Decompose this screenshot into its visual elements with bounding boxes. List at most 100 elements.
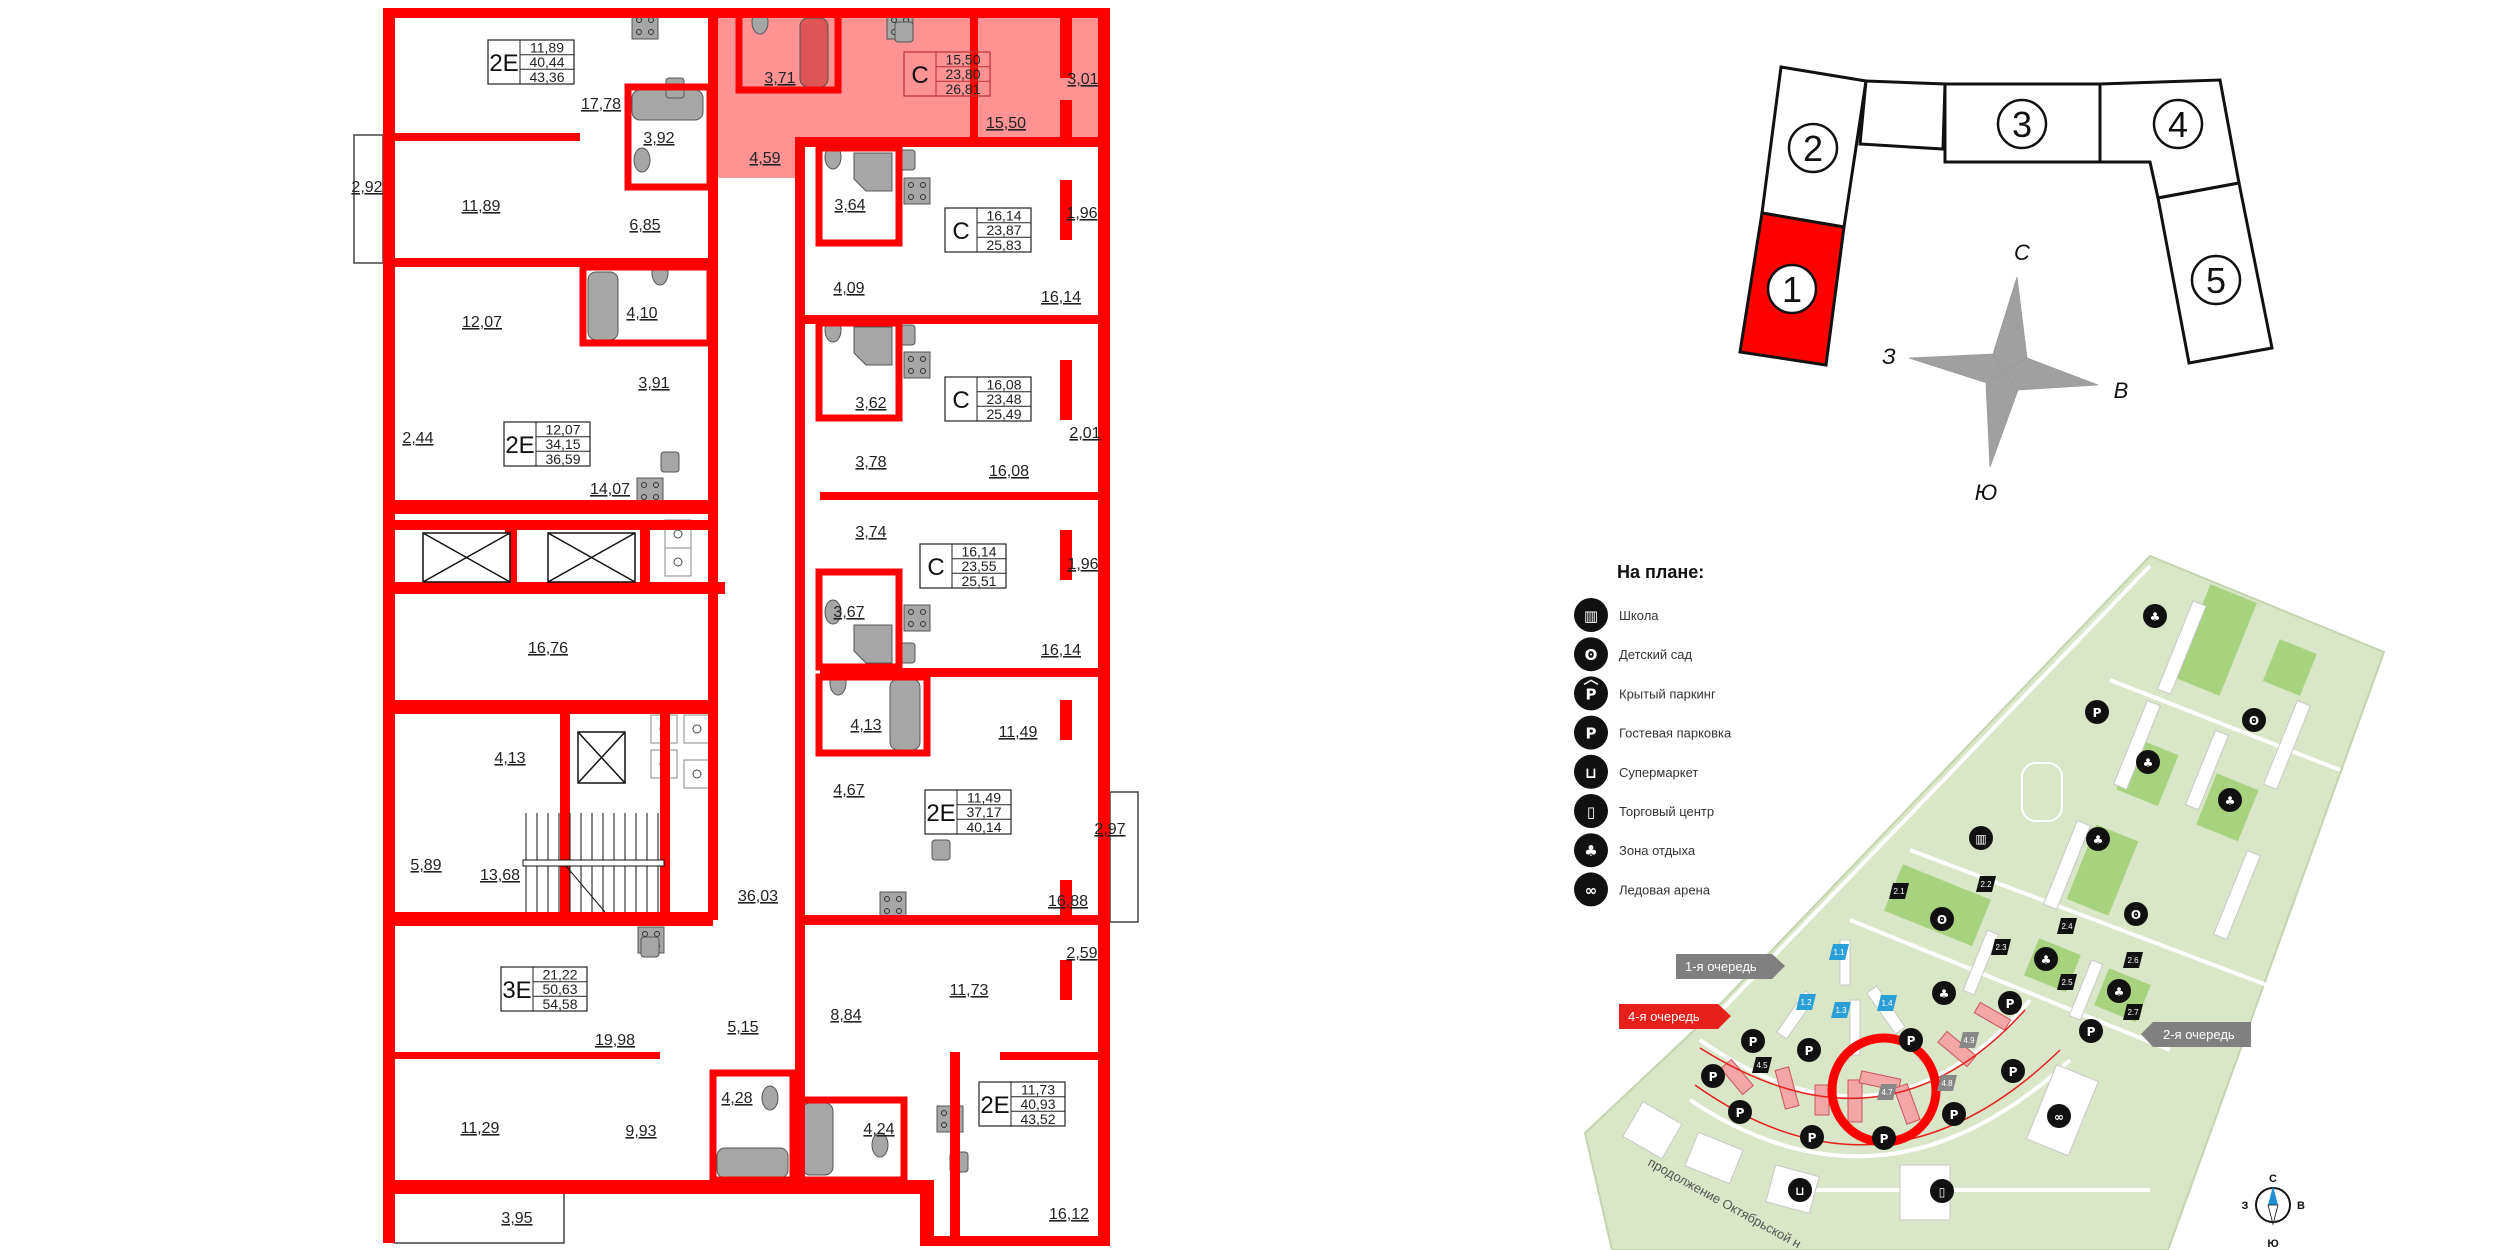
wall: [795, 915, 1110, 925]
recreation-icon[interactable]: ♣: [1932, 981, 1956, 1005]
recreation-icon[interactable]: ♣: [2143, 604, 2167, 628]
room-area-label: 4,13: [850, 717, 881, 734]
guest-parking-icon[interactable]: P: [2079, 1019, 2103, 1043]
guest-parking-icon[interactable]: P: [1741, 1029, 1765, 1053]
compass-south: Ю: [1975, 480, 1998, 505]
queue-2-text: 2-я очередь: [2163, 1027, 2235, 1042]
building-number-tag[interactable]: 2.5: [2057, 974, 2077, 990]
room-area-label: 11,49: [999, 724, 1038, 741]
section-number: 4: [2168, 104, 2188, 145]
building-number-tag[interactable]: 1.2: [1796, 994, 1816, 1010]
building-number: 1.2: [1800, 998, 1812, 1007]
room-area-label: 2,92: [351, 179, 382, 196]
room-area-label: 12,07: [462, 314, 502, 331]
room-area-label: 3,01: [1067, 71, 1098, 88]
svg-text:ʘ: ʘ: [1585, 646, 1598, 664]
compass-south: Ю: [2267, 1238, 2278, 1250]
recreation-icon[interactable]: ♣: [2086, 827, 2110, 851]
shower-icon: [853, 152, 893, 192]
svg-text:P: P: [2006, 997, 2015, 1011]
building-number: 4.8: [1941, 1079, 1953, 1088]
bathroom-walls: [815, 144, 903, 247]
svg-text:♣: ♣: [2041, 953, 2052, 967]
room-area-label: 3,92: [643, 130, 674, 147]
compass-rose-icon: [1908, 276, 2099, 468]
kindergarten-icon[interactable]: ʘ: [1930, 907, 1954, 931]
building-number-tag[interactable]: 2.1: [1889, 883, 1909, 899]
mini-compass-icon: С З В Ю: [2242, 1173, 2305, 1250]
guest-parking-icon[interactable]: P: [1998, 991, 2022, 1015]
covered-parking-icon[interactable]: P: [1942, 1102, 1966, 1126]
building-number-tag[interactable]: 4.9: [1959, 1032, 1979, 1048]
recreation-icon[interactable]: ♣: [2034, 947, 2058, 971]
building-number-tag[interactable]: 1.3: [1831, 1002, 1851, 1018]
bathtub-icon: [799, 17, 829, 88]
wall: [395, 582, 725, 594]
building-number-tag[interactable]: 4.7: [1877, 1084, 1897, 1100]
sink-icon: [640, 936, 660, 958]
compass-east: В: [2297, 1200, 2305, 1212]
building-number-tag[interactable]: 1.4: [1877, 995, 1897, 1011]
building-number-tag[interactable]: 2.2: [1976, 876, 1996, 892]
room-area-label: 3,95: [501, 1210, 532, 1227]
building-number: 2.1: [1893, 887, 1905, 896]
room-area-label: 11,73: [950, 982, 989, 999]
recreation-icon[interactable]: ♣: [2218, 788, 2242, 812]
total-area: 23,55: [961, 558, 996, 574]
building-number-tag[interactable]: 4.8: [1937, 1075, 1957, 1091]
building-number-tag[interactable]: 1.1: [1829, 944, 1849, 960]
kindergarten-icon[interactable]: ʘ: [2124, 902, 2148, 926]
building-number-tag[interactable]: 2.6: [2123, 952, 2143, 968]
building-number: 4.5: [1756, 1061, 1768, 1070]
guest-parking-icon[interactable]: P: [1797, 1038, 1821, 1062]
section-connector: [1858, 79, 1947, 151]
guest-parking-icon[interactable]: P: [1899, 1028, 1923, 1052]
recreation-icon[interactable]: ♣: [2107, 979, 2131, 1003]
total-area-with-balcony: 43,52: [1020, 1111, 1055, 1127]
kindergarten-icon[interactable]: ʘ: [2242, 708, 2266, 732]
building-number-tag[interactable]: 2.4: [2057, 918, 2077, 934]
svg-text:P: P: [1586, 685, 1597, 703]
building-number: 2.7: [2127, 1008, 2139, 1017]
wall: [1060, 180, 1072, 240]
stove-icon: [636, 477, 664, 505]
wall: [920, 1180, 934, 1243]
recreation-icon: ♣: [1574, 833, 1608, 868]
mall-icon[interactable]: ▯: [1930, 1179, 1954, 1203]
room-area-label: 2,44: [402, 430, 433, 447]
guest-parking-icon[interactable]: P: [2085, 700, 2109, 724]
bathtub-icon: [716, 1147, 789, 1179]
building-number-tag[interactable]: 2.7: [2123, 1004, 2143, 1020]
bathtub-icon: [889, 678, 921, 751]
building-number-tag[interactable]: 4.5: [1752, 1057, 1772, 1073]
living-area: 12,07: [545, 422, 580, 438]
guest-parking-icon[interactable]: P: [1701, 1064, 1725, 1088]
queue-4-text: 4-я очередь: [1628, 1009, 1700, 1024]
covered-parking-icon[interactable]: P: [1872, 1126, 1896, 1150]
compass-west: З: [2242, 1200, 2249, 1212]
building-number: 4.9: [1963, 1036, 1975, 1045]
school-icon[interactable]: ▥: [1969, 826, 1993, 850]
total-area-with-balcony: 36,59: [545, 451, 580, 467]
ice-arena-icon[interactable]: ∞: [2047, 1104, 2071, 1128]
room-area-label: 6,85: [629, 217, 660, 234]
covered-parking-icon[interactable]: P: [2001, 1059, 2025, 1083]
covered-parking-icon[interactable]: P: [1728, 1100, 1752, 1124]
building-number-tag[interactable]: 2.3: [1991, 939, 2011, 955]
supermarket-icon[interactable]: ⊔: [1788, 1178, 1812, 1202]
sink-icon: [894, 21, 914, 43]
svg-text:P: P: [1907, 1034, 1916, 1048]
recreation-icon[interactable]: ♣: [2136, 750, 2160, 774]
section-number: 1: [1782, 269, 1802, 310]
balcony: [1109, 791, 1139, 923]
covered-parking-icon[interactable]: P: [1800, 1125, 1824, 1149]
